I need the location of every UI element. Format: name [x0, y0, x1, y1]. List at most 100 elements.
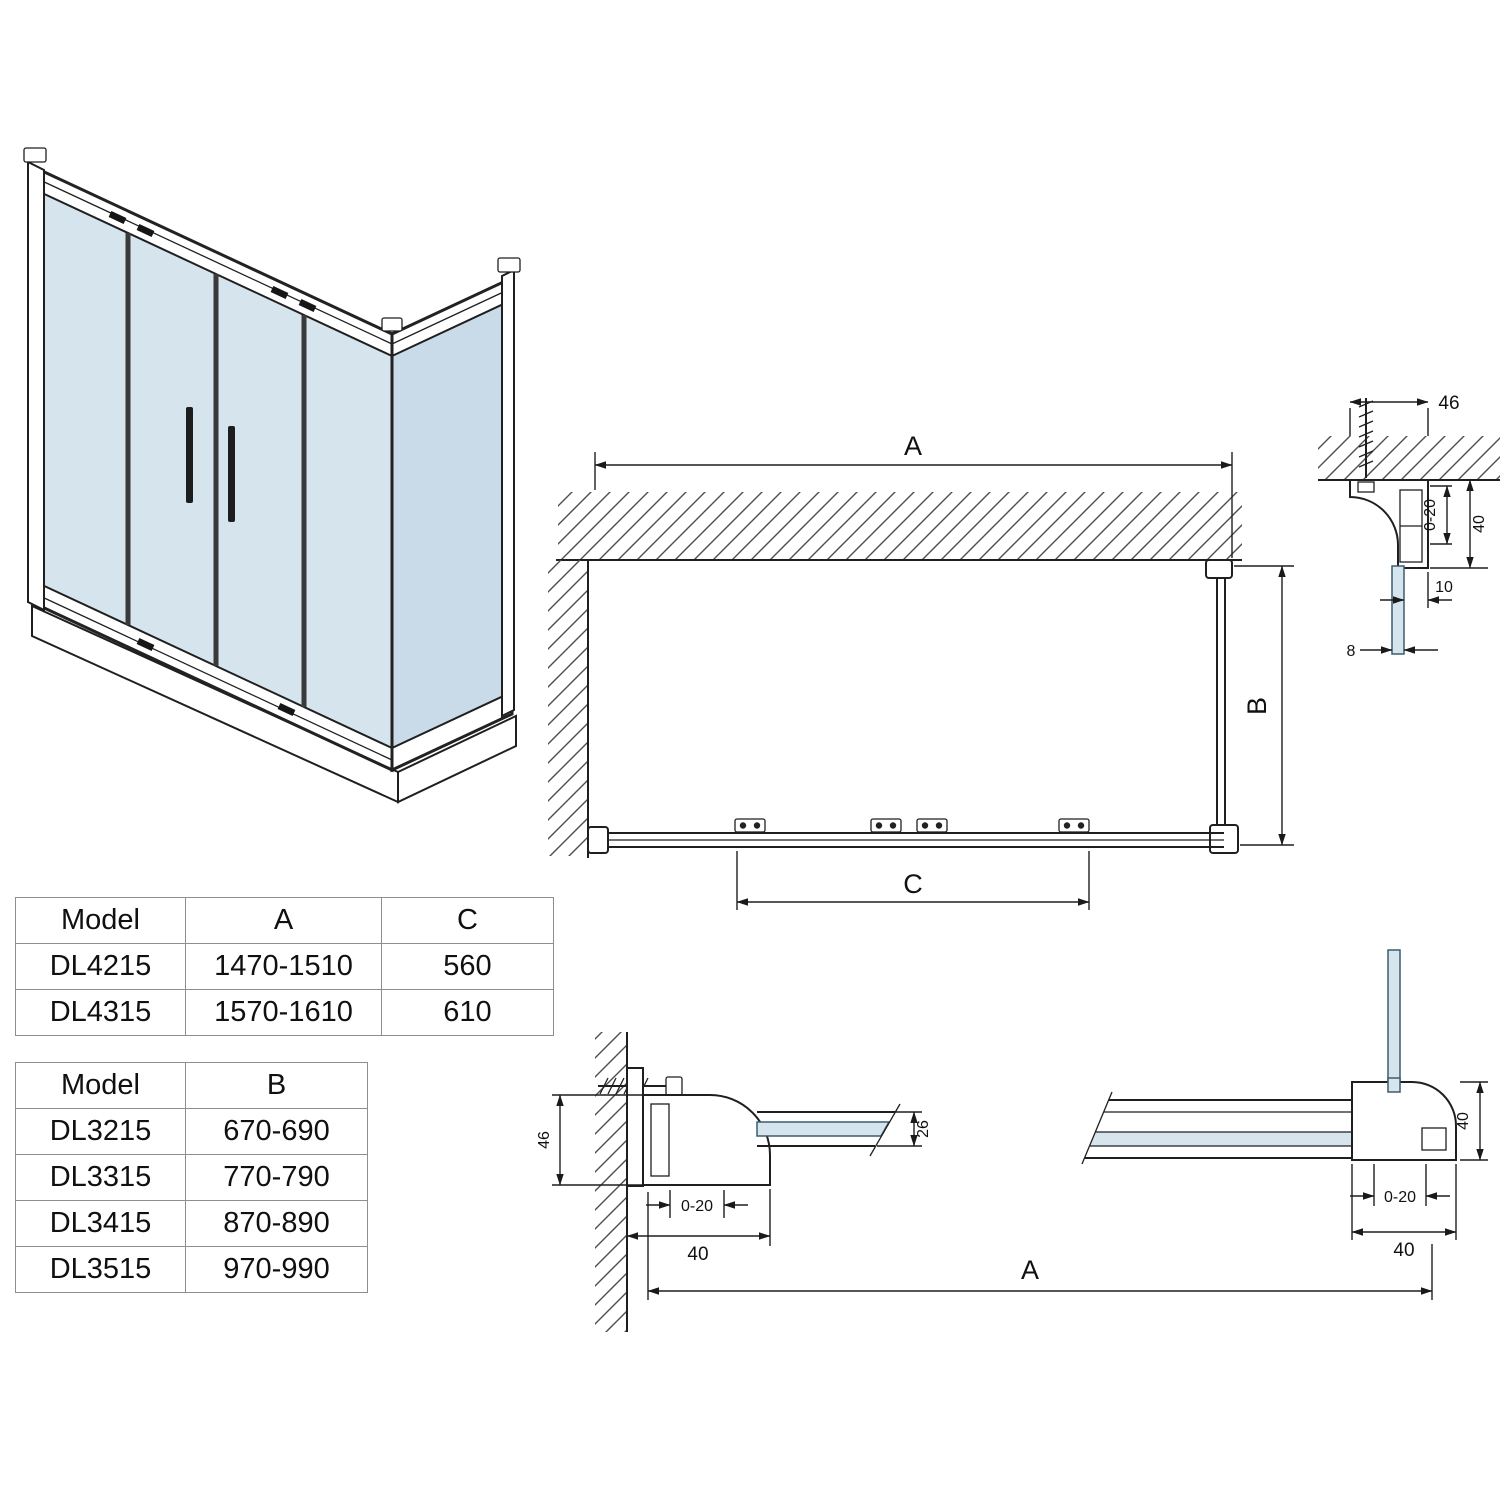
dimension-10: 10 [1380, 572, 1453, 608]
dim-label-40v: 40 [1455, 1112, 1472, 1130]
table-cell: 610 [381, 989, 554, 1036]
dim-label-c: C [903, 869, 923, 899]
dim-label-46: 46 [536, 1131, 553, 1149]
table-cell: DL3415 [15, 1200, 186, 1247]
dimension-0-20: 0-20 [646, 1190, 748, 1218]
table-cell: DL3315 [15, 1154, 186, 1201]
profile-section [1351, 1081, 1457, 1161]
dim-label-8: 8 [1347, 643, 1356, 660]
table-cell: 560 [381, 943, 554, 990]
front-door-assembly [27, 160, 394, 773]
side-panel-glass [391, 298, 513, 750]
top-rollers [108, 211, 317, 312]
dimension-40-horizontal: 40 [1351, 1164, 1457, 1261]
dim-label-b: B [1242, 697, 1272, 715]
glass-pane [1391, 565, 1405, 655]
left-wall-hatch [548, 560, 588, 856]
glass-channel [756, 1103, 901, 1157]
dimension-40-vertical: 40 [1455, 1081, 1488, 1161]
corner-bracket [1209, 824, 1239, 854]
dim-label-26: 26 [915, 1120, 932, 1138]
bottom-guides [136, 638, 296, 716]
dimension-8: 8 [1347, 643, 1438, 660]
dim-label-40: 40 [1471, 515, 1488, 533]
table-cell: 1570-1610 [185, 989, 382, 1036]
table-cell: 1470-1510 [185, 943, 382, 990]
dimension-46: 46 [1349, 393, 1460, 436]
plan-view: A B C [548, 431, 1294, 910]
dimension-46: 46 [536, 1094, 645, 1186]
wall-bracket [1205, 559, 1233, 579]
profile-section [1349, 479, 1429, 569]
table-cell: 670-690 [185, 1108, 368, 1155]
profile-section [642, 1094, 771, 1186]
table-cell: DL4215 [15, 943, 186, 990]
glass-in-profile [1387, 1077, 1401, 1093]
plan-side-panel [1205, 559, 1239, 854]
dim-label-0-20: 0-20 [681, 1198, 713, 1215]
dim-label-10: 10 [1435, 579, 1453, 596]
dim-label-0-20: 0-20 [1384, 1189, 1416, 1206]
side-glass-pane [1387, 949, 1401, 1091]
detail-wall-profile: 46 26 0-20 40 [536, 1032, 932, 1332]
table-cell: 970-990 [185, 1246, 368, 1293]
adjustment-slot [650, 1103, 670, 1177]
table-header-cell: B [185, 1062, 368, 1109]
table-header-cell: C [381, 897, 554, 944]
dim-label-0-20: 0-20 [1422, 499, 1439, 531]
dim-label-a: A [1021, 1255, 1039, 1285]
table-cell: DL3215 [15, 1108, 186, 1155]
dim-label-46: 46 [1438, 393, 1459, 414]
adjustment-slot [1421, 1127, 1447, 1151]
profile-caps [23, 147, 521, 332]
table-cell: DL3515 [15, 1246, 186, 1293]
door-mullions [125, 233, 307, 707]
dimension-b: B [1234, 565, 1294, 846]
door-handle-left [186, 407, 193, 503]
detail-top-profile: 46 0-20 40 10 8 [1318, 393, 1500, 660]
table-cell: DL4315 [15, 989, 186, 1036]
wall-profile-left [27, 160, 45, 612]
door-track-section [1081, 1091, 1352, 1165]
dimension-40: 40 [1430, 479, 1488, 569]
dimension-c: C [736, 851, 1090, 910]
door-roller-clamps [734, 818, 1090, 833]
dimension-40: 40 [626, 1189, 771, 1265]
dimension-0-20: 0-20 [1350, 1164, 1450, 1206]
cap-back-right [497, 257, 521, 273]
plan-door-track [587, 818, 1224, 854]
table-header-cell: Model [15, 1062, 186, 1109]
table-cell: 870-890 [185, 1200, 368, 1247]
dimension-a-overall: A [647, 1192, 1433, 1300]
screw-head [1357, 481, 1375, 493]
detail-corner-profile: 40 0-20 40 A [647, 949, 1488, 1300]
back-wall-hatch [558, 492, 1242, 560]
wall-plate [626, 1067, 644, 1187]
cap-front-right [381, 317, 403, 332]
dim-label-40: 40 [687, 1244, 708, 1265]
screw-head [665, 1076, 683, 1096]
break-line [1081, 1091, 1113, 1165]
wall-hatch [595, 1032, 627, 1332]
door-handle-right [228, 426, 235, 522]
glass-pane [756, 1121, 891, 1137]
dimension-a: A [594, 431, 1233, 558]
dimension-26: 26 [877, 1111, 932, 1147]
cap-left [23, 147, 47, 163]
isometric-view [23, 147, 521, 804]
track-end-cap [587, 826, 609, 854]
side-glass-panel [390, 268, 515, 773]
wall-hatch [1318, 436, 1500, 480]
table-header-cell: Model [15, 897, 186, 944]
table-cell: 770-790 [185, 1154, 368, 1201]
